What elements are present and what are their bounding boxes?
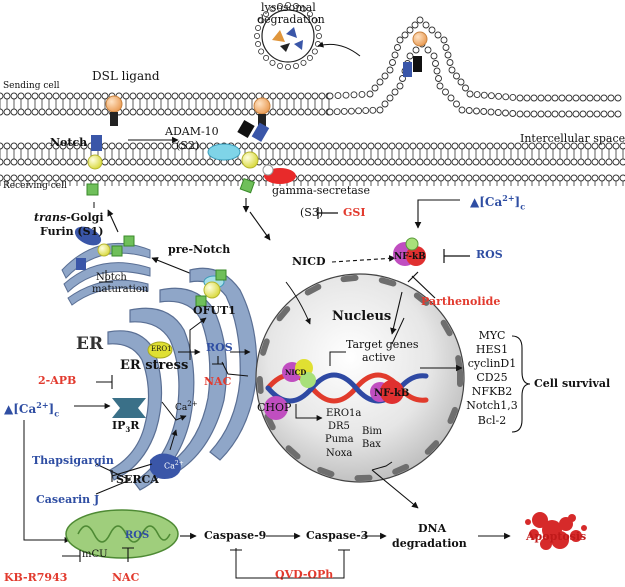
- calcium-cytosol-left: ▲[Ca2+]c: [4, 400, 60, 419]
- kb-r7943-label: KB-R7943: [4, 571, 68, 584]
- ros-er-label: ROS: [206, 341, 233, 354]
- apoptosis-label: Apoptosis: [526, 530, 587, 543]
- dna-label: DNA: [418, 522, 447, 535]
- lysosome: [253, 2, 322, 71]
- bim-label: Bim: [362, 426, 383, 437]
- notch-label: Notch: [50, 136, 88, 149]
- s2-label: (S2): [176, 139, 200, 152]
- casearin-j-label: Casearin J: [36, 493, 100, 506]
- endoplasmic-reticulum: [107, 267, 258, 491]
- calcium-cytosol-top: ▲[Ca2+]c: [470, 193, 526, 212]
- sending-cell-label: Sending cell: [3, 81, 60, 91]
- mcu-label: mCU: [82, 549, 108, 560]
- gene-nfkb2: NFKB2: [471, 385, 513, 399]
- caspase3-label: Caspase-3: [306, 529, 369, 542]
- cell-survival-label: Cell survival: [534, 377, 611, 390]
- er-stress-label: ER stress: [120, 358, 189, 373]
- nfkb-dna-label: NF-kB: [374, 388, 410, 399]
- gene-hes1: HES1: [475, 343, 509, 357]
- notch-maturation-label-1: Notch: [96, 272, 127, 283]
- mitochondrion: [65, 509, 179, 559]
- target-genes-label: Target genes: [346, 338, 419, 351]
- nucleus-label: Nucleus: [332, 309, 392, 324]
- ero1a-label: ERO1a: [326, 408, 362, 419]
- ca-er-label: Ca2+: [175, 400, 198, 413]
- nfkb-label-top: NF-kB: [394, 252, 426, 262]
- survival-gene-list: MYC HES1 cyclinD1 CD25 NFKB2 Notch1,3 Bc…: [464, 329, 520, 427]
- dna-degradation-label: degradation: [392, 537, 467, 550]
- puma-label: Puma: [325, 434, 354, 445]
- chop-label: CHOP: [257, 401, 292, 414]
- nfkb-complex-cytoplasm: [393, 237, 426, 266]
- furin-label: Furin (S1): [40, 225, 104, 238]
- ca-serca-label: Ca2+: [164, 460, 184, 471]
- intercellular-space-label: Intercellular space: [520, 132, 625, 145]
- qvd-oph-label: QVD-OPh: [275, 568, 334, 581]
- thapsigargin-label: Thapsigargin: [32, 454, 114, 467]
- trans-golgi-label: trans-Golgi: [34, 211, 104, 224]
- target-genes-active-label: active: [362, 351, 396, 364]
- gene-notch13: Notch1,3: [466, 399, 518, 413]
- apoptotic-bodies: [525, 512, 587, 550]
- gene-bcl2: Bcl-2: [477, 413, 507, 427]
- degradation-label-top: degradation: [257, 13, 325, 26]
- nucleus: [255, 273, 465, 483]
- serca-pump: [150, 453, 181, 479]
- 2-apb-label: 2-APB: [38, 374, 77, 387]
- lysosomal-label: lysosomal: [261, 1, 316, 14]
- ip3r-channel: [112, 398, 146, 418]
- receiving-cell-label: Receiving cell: [3, 181, 67, 191]
- trans-golgi: [61, 242, 151, 306]
- parthenolide-label: Parthenolide: [421, 295, 501, 308]
- nicd-label: NICD: [292, 255, 326, 268]
- ofut1-label: OFUT1: [193, 304, 236, 317]
- gene-cd25: CD25: [476, 371, 508, 385]
- gamma-secretase-label: gamma-secretase: [272, 184, 370, 197]
- bax-label: Bax: [362, 439, 381, 450]
- s3-label: (S3): [300, 206, 324, 219]
- gsi-label: GSI: [343, 206, 366, 219]
- caspase9-label: Caspase-9: [204, 529, 267, 542]
- ros-mito-label: ROS: [125, 530, 150, 541]
- nac-mito-label: NAC: [112, 571, 140, 584]
- adam10-label: ADAM-10: [165, 125, 219, 138]
- ero1-label: ERO1: [151, 345, 172, 353]
- gene-myc: MYC: [478, 329, 506, 342]
- er-label: ER: [76, 334, 104, 354]
- notch-receptors: [86, 119, 296, 196]
- noxa-label: Noxa: [326, 448, 353, 459]
- nicd-dna-label: NICD: [285, 368, 307, 377]
- gene-cyclind1: cyclinD1: [467, 357, 517, 371]
- nac-er-label: NAC: [204, 375, 232, 388]
- dr5-label: DR5: [328, 421, 350, 432]
- ip3r-label: IP3R: [112, 419, 140, 435]
- serca-label: SERCA: [116, 473, 159, 486]
- ros-right-label: ROS: [476, 248, 503, 261]
- notch-maturation-label-2: maturation: [92, 284, 149, 295]
- dsl-ligands: [105, 31, 428, 128]
- dsl-ligand-label: DSL ligand: [92, 69, 160, 83]
- pre-notch-label: pre-Notch: [168, 243, 231, 256]
